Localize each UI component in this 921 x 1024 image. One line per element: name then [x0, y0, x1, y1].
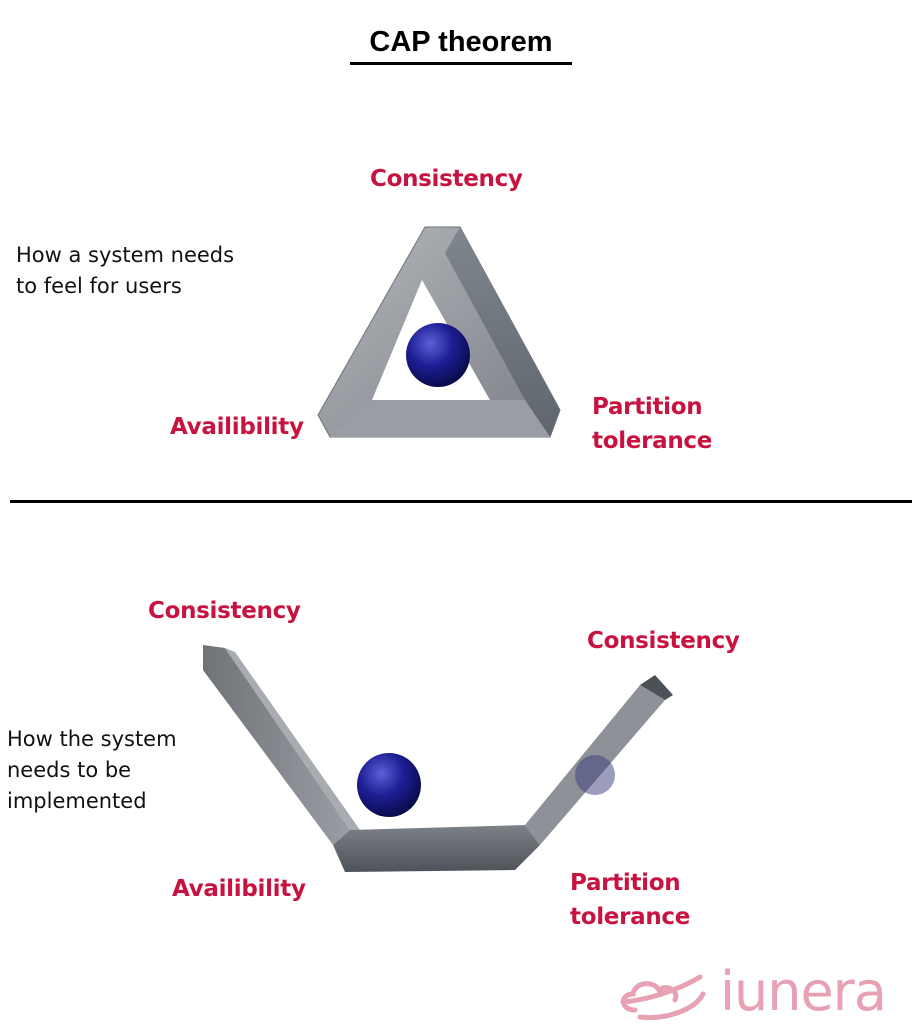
label-line: tolerance — [570, 904, 691, 930]
label-line: Partition — [570, 870, 681, 896]
impossible-triangle-icon — [317, 226, 561, 438]
bottom-description-line: needs to be — [7, 758, 132, 782]
iunera-cloud-logo-icon — [620, 974, 706, 1021]
bottom-description: How the system needs to be implemented — [7, 724, 177, 817]
top-label-availability: Availibility — [170, 414, 304, 440]
top-description-line: to feel for users — [16, 274, 182, 298]
title-underline — [350, 62, 572, 65]
bottom-label-availability: Availibility — [172, 876, 306, 902]
iunera-logo-text: iunera — [720, 960, 887, 1023]
bottom-description-line: How the system — [7, 727, 177, 751]
top-description-line: How a system needs — [16, 243, 235, 267]
open-channel-icon — [203, 645, 673, 872]
bottom-label-partition-tolerance: Partition tolerance — [570, 866, 690, 934]
top-label-consistency: Consistency — [370, 166, 523, 192]
bottom-label-consistency-right: Consistency — [587, 628, 740, 654]
bottom-description-line: implemented — [7, 789, 147, 813]
bottom-label-consistency-left: Consistency — [148, 598, 301, 624]
label-line: Partition — [592, 394, 703, 420]
section-divider — [10, 500, 912, 503]
label-line: tolerance — [592, 428, 713, 454]
top-label-partition-tolerance: Partition tolerance — [592, 390, 712, 458]
page-title: CAP theorem — [369, 26, 553, 58]
top-description: How a system needs to feel for users — [16, 240, 234, 302]
